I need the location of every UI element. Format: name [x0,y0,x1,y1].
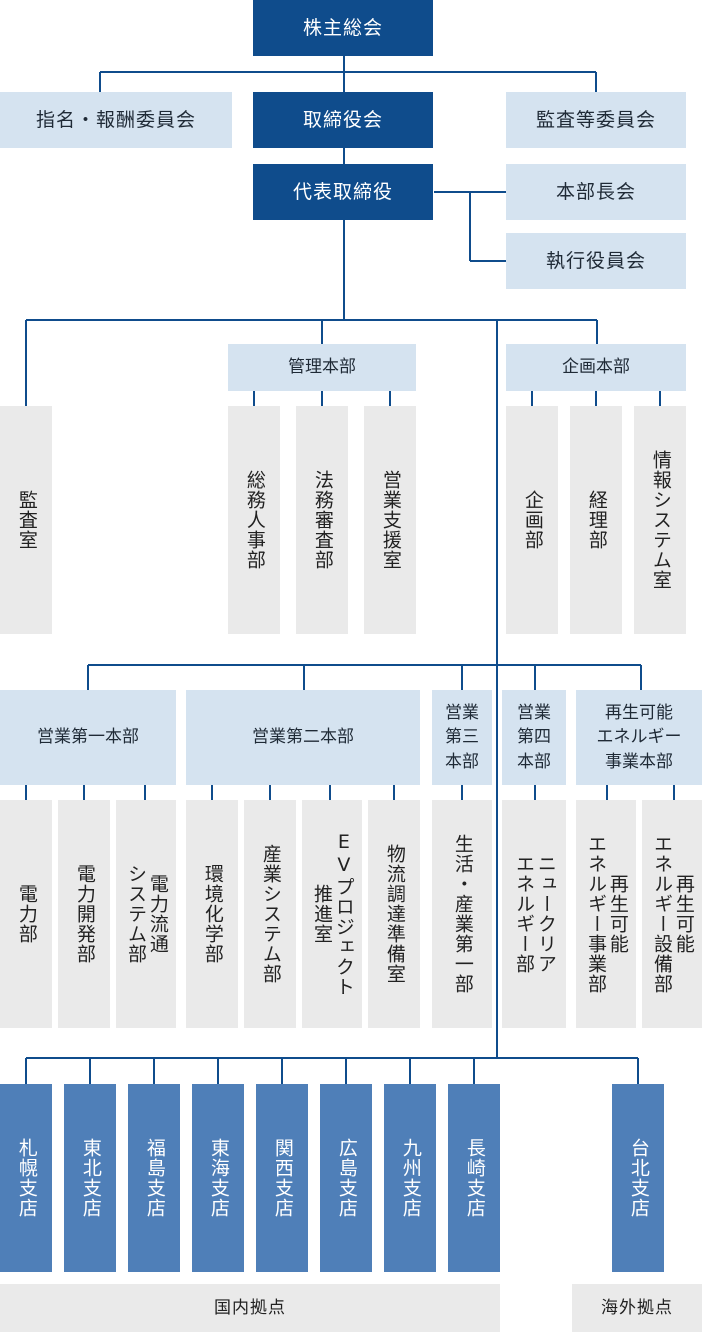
executive-officers-meeting: 執行役員会 [506,233,686,289]
branch-hiroshima: 広島支店 [320,1084,372,1272]
sales-hq-4: 営業 第四 本部 [502,690,566,785]
board-of-directors: 取締役会 [253,92,433,148]
sales1-dept-power-development: 電力開発部 [58,800,110,1028]
domestic-bases-label: 国内拠点 [0,1284,500,1332]
branch-tohoku: 東北支店 [64,1084,116,1272]
branch-taipei: 台北支店 [612,1084,664,1272]
admin-hq: 管理本部 [228,344,416,391]
branch-kansai: 関西支店 [256,1084,308,1272]
renewable-dept-equipment: 再生可能 エネルギー設備部 [642,800,702,1028]
audit-office: 監査室 [0,406,52,634]
sales-hq-1: 営業第一本部 [0,690,176,785]
admin-dept-general-affairs: 総務人事部 [228,406,280,634]
planning-hq: 企画本部 [506,344,686,391]
general-managers-meeting: 本部長会 [506,164,686,220]
admin-dept-sales-support: 営業支援室 [364,406,416,634]
nomination-compensation-committee: 指名・報酬委員会 [0,92,232,148]
branch-kyushu: 九州支店 [384,1084,436,1272]
sales2-dept-environment-chemistry: 環境化学部 [186,800,238,1028]
overseas-bases-label: 海外拠点 [572,1284,702,1332]
sales-hq-2: 営業第二本部 [186,690,420,785]
branch-fukushima: 福島支店 [128,1084,180,1272]
planning-dept-planning: 企画部 [506,406,558,634]
shareholders-meeting: 株主総会 [253,0,433,56]
renewable-energy-hq: 再生可能 エネルギー 事業本部 [576,690,702,785]
representative-director: 代表取締役 [253,164,433,220]
sales2-dept-industrial-systems: 産業システム部 [244,800,296,1028]
branch-nagasaki: 長崎支店 [448,1084,500,1272]
renewable-dept-business: 再生可能 エネルギー事業部 [576,800,636,1028]
branch-tokai: 東海支店 [192,1084,244,1272]
sales1-dept-power: 電力部 [0,800,52,1028]
sales2-dept-ev-project: EVプロジェクト 推進室 [302,800,362,1028]
admin-dept-legal: 法務審査部 [296,406,348,634]
sales-hq-3: 営業 第三 本部 [432,690,492,785]
planning-dept-accounting: 経理部 [570,406,622,634]
branch-sapporo: 札幌支店 [0,1084,52,1272]
audit-committee: 監査等委員会 [506,92,686,148]
sales4-dept-nuclear-energy: ニュークリア エネルギー部 [502,800,566,1028]
sales1-dept-power-distribution: 電力流通 システム部 [116,800,176,1028]
sales2-dept-logistics-procurement: 物流調達準備室 [368,800,420,1028]
sales3-dept-living-industry: 生活・産業第一部 [432,800,492,1028]
planning-dept-it-office: 情報システム室 [634,406,686,634]
